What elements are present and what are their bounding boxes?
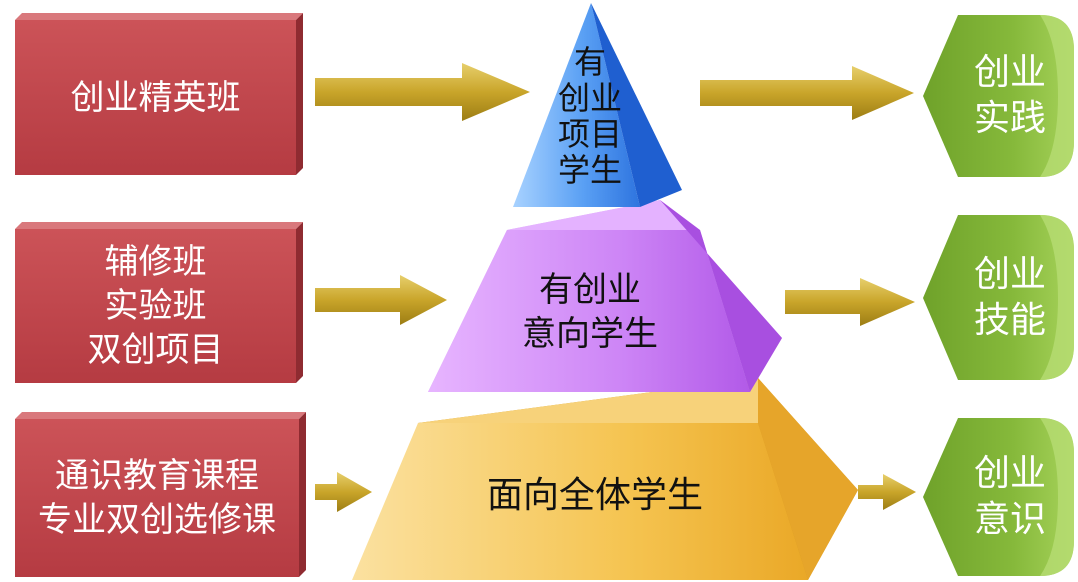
top-line-2a: 创 xyxy=(557,79,590,117)
left-box-2-line-1: 辅修班 xyxy=(104,242,207,282)
left-box-1-line-1: 创业精英班 xyxy=(70,77,241,118)
top-line-4a: 学 xyxy=(557,151,590,189)
left-box-3-line-2: 专业双创选修课 xyxy=(38,500,276,540)
top-line-2b: 业 xyxy=(590,79,623,117)
left-box-2 xyxy=(15,222,303,383)
right-box-3-label: 创业 意识 xyxy=(950,418,1070,576)
right-box-1-label-area: 创业 实践 xyxy=(930,15,1070,177)
left-box-3-label-area: 通识教育课程 专业双创选修课 xyxy=(15,419,299,577)
right-box-3 xyxy=(923,418,1074,576)
left-box-1 xyxy=(15,13,303,175)
left-box-2-line-3: 双创项目 xyxy=(87,330,224,370)
bottom-line-1: 面向全体学生 xyxy=(486,475,703,516)
right-box-1-label: 创业 实践 xyxy=(950,15,1070,177)
right-box-2-line-2: 技能 xyxy=(973,299,1046,341)
right-box-2-line-1: 创业 xyxy=(973,253,1046,295)
left-box-2-label: 辅修班 实验班 双创项目 xyxy=(15,229,296,383)
top-line-3b: 目 xyxy=(590,115,623,153)
top-line-4b: 生 xyxy=(590,151,623,189)
right-box-1-line-2: 实践 xyxy=(973,98,1046,139)
right-box-2-label-area: 创业 技能 xyxy=(930,215,1070,380)
middle-line-1: 有创业 xyxy=(539,270,641,310)
right-box-1-line-1: 创业 xyxy=(973,52,1046,93)
arrow-right-3 xyxy=(858,474,916,510)
right-box-2-label: 创业 技能 xyxy=(950,215,1070,380)
pyramid-top-tier xyxy=(513,3,682,207)
arrow-left-1 xyxy=(315,63,530,121)
arrow-right-1 xyxy=(700,66,914,120)
pyramid-top-label: 有 创业 项目 学生 xyxy=(545,30,635,202)
right-box-3-line-1: 创业 xyxy=(973,453,1046,494)
pyramid-middle-label: 有创业 意向学生 xyxy=(480,262,700,362)
arrow-left-2 xyxy=(315,275,447,325)
left-box-1-label: 创业精英班 xyxy=(15,20,296,175)
right-box-2 xyxy=(923,215,1074,380)
left-box-3-line-1: 通识教育课程 xyxy=(55,456,259,496)
pyramid-bottom-tier xyxy=(352,378,858,580)
left-box-2-line-2: 实验班 xyxy=(104,286,207,326)
top-line-3a: 项 xyxy=(557,115,590,153)
right-box-3-line-2: 意识 xyxy=(973,499,1046,540)
arrow-right-2 xyxy=(785,278,915,326)
left-box-3-label: 通识教育课程 专业双创选修课 xyxy=(15,419,299,577)
arrow-left-3 xyxy=(315,472,372,512)
right-box-1 xyxy=(923,15,1074,177)
top-line-1: 有 xyxy=(573,43,606,81)
left-box-3 xyxy=(15,412,306,577)
pyramid-middle-tier xyxy=(428,200,782,392)
middle-line-2: 意向学生 xyxy=(522,314,658,354)
left-box-2-label-area: 辅修班 实验班 双创项目 xyxy=(15,229,296,383)
pyramid-bottom-label: 面向全体学生 xyxy=(440,470,750,522)
left-box-1-label-area: 创业精英班 xyxy=(15,20,296,175)
right-box-3-label-area: 创业 意识 xyxy=(930,418,1070,576)
